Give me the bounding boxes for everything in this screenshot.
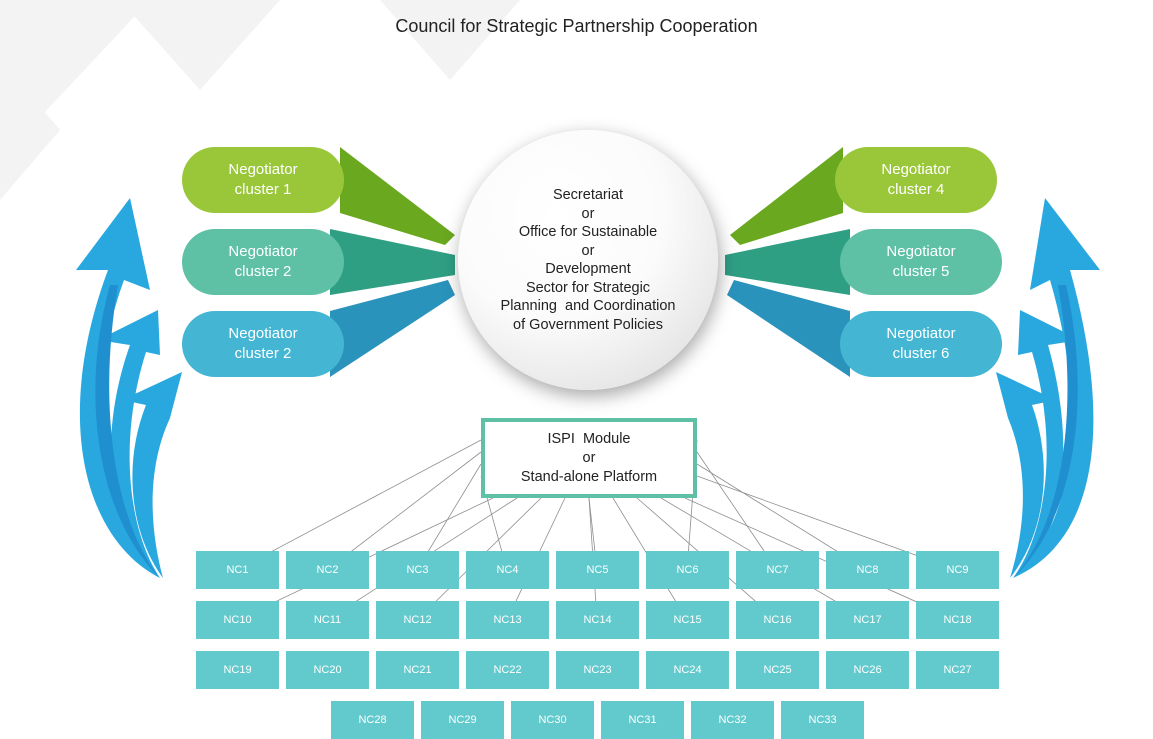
- wedge-cluster-3: [330, 280, 455, 377]
- cluster-6-line2: cluster 6: [892, 345, 950, 362]
- center-line-4: or: [581, 242, 595, 259]
- nc-box-1: NC1: [196, 551, 279, 589]
- connector-line-18: [684, 497, 958, 621]
- nc-box-16: NC16: [736, 601, 819, 639]
- nc-box-11: NC11: [286, 601, 369, 639]
- ispi-line-2: or: [582, 449, 596, 466]
- right-arrow-inner: [996, 372, 1056, 578]
- ispi-line-3: Stand-alone Platform: [520, 468, 658, 485]
- cluster-1-pill: Negotiator cluster 1: [182, 147, 344, 213]
- nc-box-5: NC5: [556, 551, 639, 589]
- nc-box-22: NC22: [466, 651, 549, 689]
- cluster-2-line2: cluster 2: [234, 263, 292, 280]
- nc-box-21: NC21: [376, 651, 459, 689]
- ispi-module-box: ISPI Module or Stand-alone Platform: [481, 418, 697, 498]
- cluster-6-pill: Negotiator cluster 6: [840, 311, 1002, 377]
- nc-box-8: NC8: [826, 551, 909, 589]
- cluster-4-line1: Negotiator: [881, 161, 951, 178]
- nc-box-7: NC7: [736, 551, 819, 589]
- nc-box-20: NC20: [286, 651, 369, 689]
- wedge-cluster-5: [725, 229, 850, 295]
- right-arrow-outer: [1013, 198, 1100, 578]
- right-wedges: [725, 147, 850, 377]
- nc-box-26: NC26: [826, 651, 909, 689]
- cluster-3-pill: Negotiator cluster 2: [182, 311, 344, 377]
- center-line-6: Sector for Strategic: [525, 279, 651, 296]
- nc-box-24: NC24: [646, 651, 729, 689]
- wedge-cluster-1: [340, 147, 455, 245]
- center-line-8: of Government Policies: [513, 316, 663, 333]
- center-line-7: Planning and Coordination: [500, 298, 676, 314]
- center-line-3: Office for Sustainable: [518, 224, 658, 240]
- left-wedges: [330, 147, 455, 377]
- nc-box-4: NC4: [466, 551, 549, 589]
- connector-line-9: [696, 475, 958, 571]
- cluster-5-pill: Negotiator cluster 5: [840, 229, 1002, 295]
- nc-box-23: NC23: [556, 651, 639, 689]
- wedge-cluster-2: [330, 229, 455, 295]
- center-line-2: or: [581, 205, 595, 222]
- cluster-1-line1: Negotiator: [228, 161, 298, 178]
- right-arrow-shade: [1013, 285, 1078, 578]
- left-arrow-inner: [122, 372, 182, 578]
- left-arrows: [76, 198, 182, 578]
- connector-line-2: [326, 451, 482, 571]
- nc-box-6: NC6: [646, 551, 729, 589]
- nc-box-30: NC30: [511, 701, 594, 739]
- nc-box-18: NC18: [916, 601, 999, 639]
- left-arrow-shade: [95, 285, 160, 578]
- nc-box-19: NC19: [196, 651, 279, 689]
- cluster-4-pill: Negotiator cluster 4: [835, 147, 997, 213]
- connector-line-1: [236, 439, 482, 571]
- secretariat-circle: Secretariat or Office for Sustainable or…: [458, 130, 718, 390]
- nc-box-27: NC27: [916, 651, 999, 689]
- cluster-5-line1: Negotiator: [886, 243, 956, 260]
- nc-box-32: NC32: [691, 701, 774, 739]
- nc-box-9: NC9: [916, 551, 999, 589]
- cluster-3-line2: cluster 2: [234, 345, 292, 362]
- left-arrow-middle: [98, 310, 160, 578]
- wedge-cluster-4: [730, 147, 843, 245]
- left-arrow-outer: [76, 198, 160, 578]
- nc-box-31: NC31: [601, 701, 684, 739]
- cluster-1-line2: cluster 1: [234, 181, 292, 198]
- cluster-6-line1: Negotiator: [886, 325, 956, 342]
- nc-box-10: NC10: [196, 601, 279, 639]
- cluster-3-line1: Negotiator: [228, 325, 298, 342]
- cluster-2-line1: Negotiator: [228, 243, 298, 260]
- center-line-5: Development: [545, 261, 631, 277]
- diagram-title: Council for Strategic Partnership Cooper…: [395, 16, 758, 36]
- nc-box-14: NC14: [556, 601, 639, 639]
- wedge-cluster-6: [727, 280, 850, 377]
- nc-box-12: NC12: [376, 601, 459, 639]
- cluster-2-pill: Negotiator cluster 2: [182, 229, 344, 295]
- nc-box-25: NC25: [736, 651, 819, 689]
- nc-box-15: NC15: [646, 601, 729, 639]
- nc-box-2: NC2: [286, 551, 369, 589]
- cluster-4-line2: cluster 4: [887, 181, 945, 198]
- nc-box-3: NC3: [376, 551, 459, 589]
- center-line-1: Secretariat: [552, 187, 624, 203]
- ispi-line-1: ISPI Module: [547, 430, 631, 447]
- cluster-5-line2: cluster 5: [892, 263, 950, 280]
- nc-box-29: NC29: [421, 701, 504, 739]
- connector-line-7: [696, 451, 778, 571]
- right-arrows: [996, 198, 1100, 578]
- nc-box-17: NC17: [826, 601, 909, 639]
- nc-box-33: NC33: [781, 701, 864, 739]
- nc-box-13: NC13: [466, 601, 549, 639]
- background-pattern: [0, 0, 520, 200]
- nc-box-28: NC28: [331, 701, 414, 739]
